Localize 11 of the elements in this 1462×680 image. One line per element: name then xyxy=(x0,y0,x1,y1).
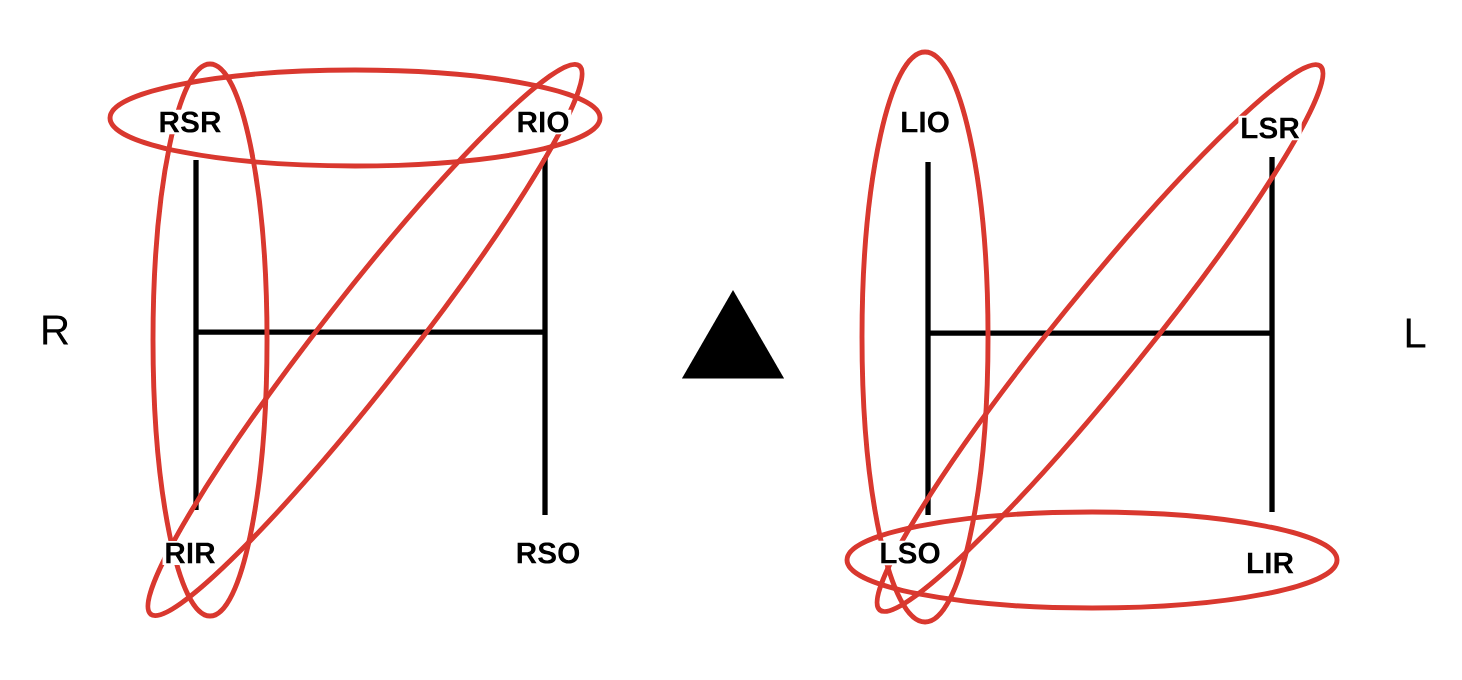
triangle xyxy=(681,290,785,379)
muscle-label: LSR xyxy=(1238,115,1302,141)
muscle-label: RIR xyxy=(162,541,218,566)
side-label: R xyxy=(38,313,72,347)
muscle-label: RIO xyxy=(514,109,572,135)
muscle-label: LSO xyxy=(877,540,943,566)
side-label: L xyxy=(1401,316,1429,350)
muscle-label: LIO xyxy=(898,109,952,135)
muscle-label: RSR xyxy=(156,109,224,135)
muscle-label: LIR xyxy=(1244,551,1296,576)
muscle-label: RSO xyxy=(513,540,583,566)
